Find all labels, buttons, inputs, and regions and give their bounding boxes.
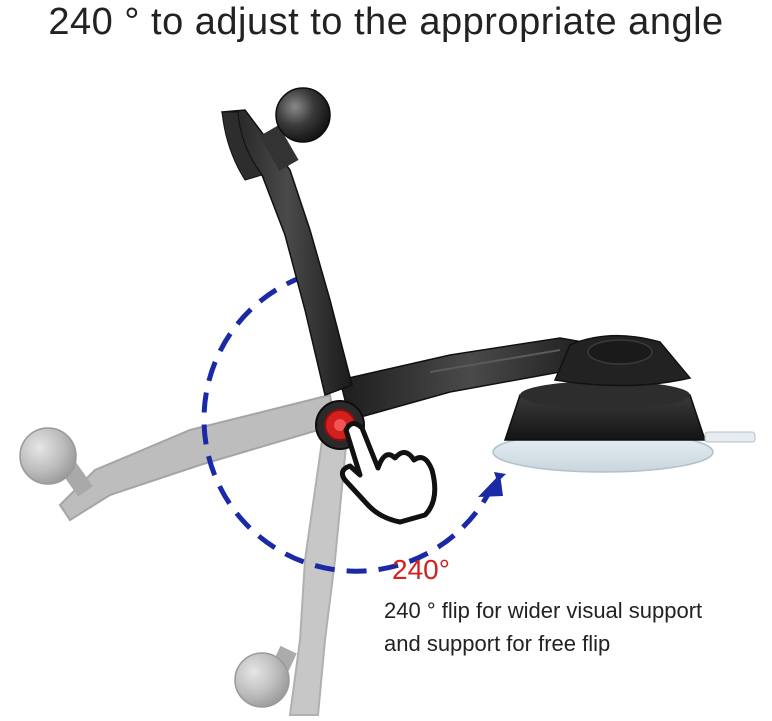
ball-joint-icon	[275, 87, 331, 143]
ghost-arm-left	[19, 393, 337, 522]
suction-base	[492, 335, 756, 473]
angle-label: 240°	[392, 554, 450, 585]
ball-joint-icon	[234, 652, 290, 708]
hand-pointer-icon	[339, 421, 438, 525]
upright-arm	[220, 87, 353, 396]
ball-joint-icon	[19, 427, 77, 485]
caption: 240 ° flip for wider visual support and …	[384, 594, 769, 660]
headline: 240 ° to adjust to the appropriate angle	[48, 1, 724, 43]
rotation-arc-icon	[201, 273, 506, 574]
caption-line-1: 240 ° flip for wider visual support	[384, 598, 703, 623]
caption-line-2: and support for free flip	[384, 631, 611, 656]
